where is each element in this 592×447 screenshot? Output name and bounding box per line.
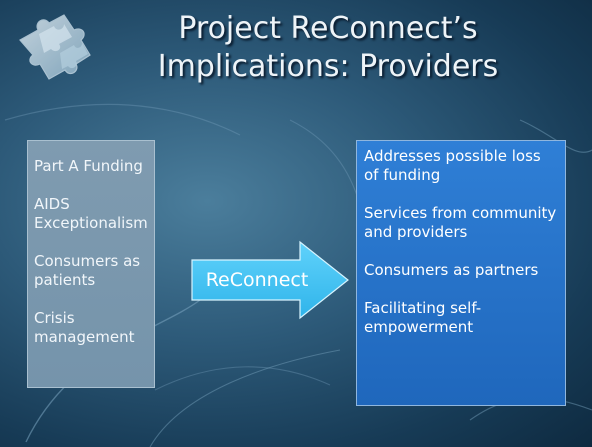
slide-title-line-1: Project ReConnect’s bbox=[178, 11, 478, 46]
left-item-aids-exceptionalism: AIDS Exceptionalism bbox=[34, 195, 148, 232]
left-item-crisis-management: Crisis management bbox=[34, 309, 135, 346]
right-item-consumers-as-partners: Consumers as partners bbox=[364, 261, 539, 279]
right-item-services-from-community: Services from community and providers bbox=[364, 204, 557, 241]
right-arrow-icon bbox=[191, 240, 349, 320]
slide-title: Project ReConnect’s Implications: Provid… bbox=[108, 10, 548, 86]
arrow-label: ReConnect bbox=[205, 269, 309, 291]
right-item-addresses-loss-of-funding: Addresses possible loss of funding bbox=[364, 147, 541, 184]
left-item-consumers-as-patients: Consumers as patients bbox=[34, 252, 141, 289]
slide-title-line-2: Implications: Providers bbox=[157, 49, 499, 84]
current-state-box: Part A Funding AIDS Exceptionalism Consu… bbox=[27, 140, 155, 388]
puzzle-pieces-logo bbox=[19, 14, 91, 80]
right-item-facilitating-self-empowerment: Facilitating self-empowerment bbox=[364, 299, 482, 336]
left-item-part-a-funding: Part A Funding bbox=[34, 157, 143, 175]
future-state-box: Addresses possible loss of funding Servi… bbox=[356, 140, 566, 406]
